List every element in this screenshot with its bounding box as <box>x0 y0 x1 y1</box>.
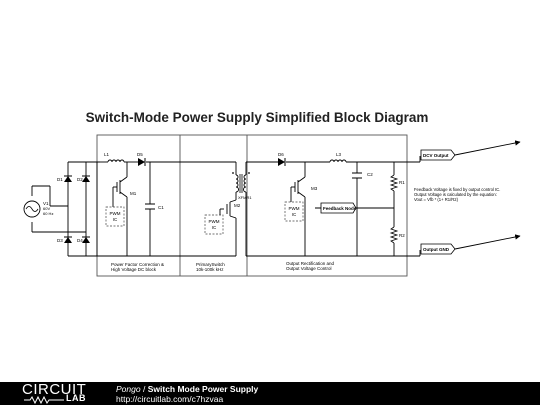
mosfet-m3: M3 <box>294 176 318 198</box>
d6-label: D6 <box>278 152 284 157</box>
r2-label: R2 <box>399 233 405 238</box>
circuit-title[interactable]: Switch Mode Power Supply <box>147 384 259 394</box>
inductor-l1: L1 <box>104 152 125 163</box>
footer-info: Pongo / Switch Mode Power Supply http://… <box>116 384 258 404</box>
diode-d6: D6 <box>278 152 286 166</box>
ac-source-v1: V1 60V 60 Hz <box>23 200 53 218</box>
pwm1-line2: IC <box>113 217 118 222</box>
d3-label: D3 <box>57 238 63 243</box>
pwm-ic-1: PWM IC <box>105 206 125 227</box>
gnd-output-label: Output GND <box>423 247 450 252</box>
note-line-1: Feedback Voltage is fixed by output cont… <box>414 187 500 192</box>
pwm2-line2: IC <box>212 225 217 230</box>
diode-d4: D4 <box>77 236 90 243</box>
output-block-label-2: Output Voltage Control <box>286 266 332 271</box>
m3-label: M3 <box>311 186 318 191</box>
diode-d3: D3 <box>57 236 72 243</box>
primary-block-label-2: 10k-100k kHz <box>196 267 224 272</box>
pfc-block-label-1: Power Factor Correction & <box>111 262 164 267</box>
logo-lab-text: LAB <box>66 393 86 403</box>
pfc-block-label-2: High Voltage DC block <box>111 267 157 272</box>
capacitor-c2: C2 <box>352 172 373 179</box>
m1-label: M1 <box>130 191 137 196</box>
diode-d5: D5 <box>137 152 146 166</box>
v1-label: V1 <box>43 201 49 206</box>
title-separator: / <box>142 384 146 394</box>
gnd-output-port: Output GND <box>419 234 521 256</box>
c1-label: C1 <box>158 205 164 210</box>
author-name[interactable]: Pongo <box>116 384 141 394</box>
c2-label: C2 <box>367 172 373 177</box>
l1-label: L1 <box>104 152 110 157</box>
feedback-node-port: Feedback Node <box>320 202 357 214</box>
pwm3-line2: IC <box>292 212 297 217</box>
logo-waveform-icon <box>24 396 64 404</box>
circuitlab-logo[interactable]: CIRCUIT LAB <box>22 381 94 404</box>
block-frame <box>96 134 408 277</box>
m2-label: M2 <box>234 203 241 208</box>
d5-label: D5 <box>137 152 143 157</box>
dc-output-label: DCV Output <box>423 153 449 158</box>
d2-label: D2 <box>77 177 83 182</box>
mosfet-m1: M1 <box>116 176 137 198</box>
circuit-url-link[interactable]: http://circuitlab.com/c7hzvaa <box>116 394 224 404</box>
d1-label: D1 <box>57 177 63 182</box>
v1-frequency: 60 Hz <box>43 211 53 216</box>
note-line-2: Output Voltage is calculated by the equa… <box>414 192 497 197</box>
transformer-xfmr1: XFMR1 <box>232 172 252 200</box>
footer-bar: CIRCUIT LAB Pongo / Switch Mode Power Su… <box>0 381 540 405</box>
resistor-r2: R2 <box>389 226 405 244</box>
diode-d2: D2 <box>77 175 90 182</box>
inductor-l3: L3 <box>329 152 347 163</box>
resistor-r1: R1 <box>389 174 405 192</box>
d4-label: D4 <box>77 238 83 243</box>
feedback-node-label: Feedback Node <box>323 206 357 211</box>
xfmr-label: XFMR1 <box>238 195 252 200</box>
pwm1-line1: PWM <box>110 211 121 216</box>
pfc-wiring <box>100 161 180 257</box>
logo-circuit-text: CIRCUIT <box>22 381 87 398</box>
pwm-ic-2: PWM IC <box>204 214 224 235</box>
pwm2-line1: PWM <box>209 219 220 224</box>
output-block-label-1: Output Rectification and <box>286 261 335 266</box>
primary-wiring <box>180 161 237 257</box>
r1-label: R1 <box>399 180 405 185</box>
capacitor-c1: C1 <box>145 203 164 210</box>
note-line-3: Vout = Vfb * (1+ R1/R2) <box>414 197 459 202</box>
diode-d1: D1 <box>57 175 72 182</box>
pwm-ic-3: PWM IC <box>284 201 304 222</box>
l3-label: L3 <box>336 152 342 157</box>
schematic-canvas: Switch-Mode Power Supply Simplified Bloc… <box>23 110 521 277</box>
v1-voltage: 60V <box>43 206 50 211</box>
pwm3-line1: PWM <box>289 206 300 211</box>
mosfet-m2: M2 <box>226 202 241 216</box>
dc-output-port: DCV Output <box>419 140 521 162</box>
diagram-title: Switch-Mode Power Supply Simplified Bloc… <box>86 110 429 125</box>
primary-block-label-1: PrimarySwitch <box>196 262 225 267</box>
